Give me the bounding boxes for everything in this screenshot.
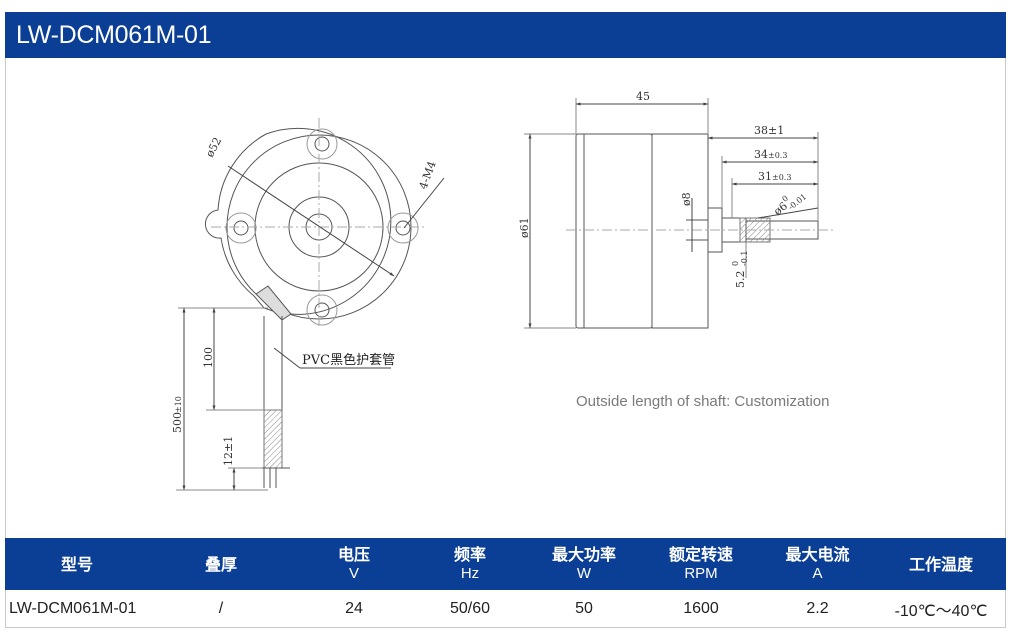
header-temperature: 工作温度 <box>908 554 973 574</box>
page-title: LW-DCM061M-01 <box>5 12 1006 58</box>
dim-phi52: ø52 <box>203 135 224 159</box>
dim-500-group: 500 ±10 <box>171 396 184 433</box>
dim-12: 12±1 <box>222 436 235 466</box>
table-row: LW-DCM061M-01 / 24 50/60 50 1600 2.2 -10… <box>5 590 1006 627</box>
dim-500-tol: ±10 <box>174 396 183 413</box>
pvc-label: PVC黑色护套管 <box>302 352 395 368</box>
dim-45: 45 <box>636 90 650 103</box>
dim-phi6-tol-down: -0.01 <box>787 192 809 212</box>
cell-voltage: 24 <box>345 599 363 617</box>
dim-phi8: ø8 <box>680 192 693 206</box>
dim-31: 31 <box>758 170 772 183</box>
cell-frequency: 50/60 <box>449 599 491 617</box>
dim-4m4: 4-M4 <box>417 159 439 191</box>
technical-drawing: ø52 4-M4 100 500 ±10 12±1 PVC黑色护套管 <box>6 58 1005 538</box>
dim-34-tol: ±0.3 <box>768 151 787 160</box>
drawing-canvas: ø52 4-M4 100 500 ±10 12±1 PVC黑色护套管 <box>171 90 836 491</box>
dim-500: 500 <box>171 412 184 433</box>
dim-phi61: ø61 <box>518 217 531 238</box>
header-model: 型号 <box>60 554 93 574</box>
dim-31-group: 31 ±0.3 <box>758 170 791 183</box>
dim-34-group: 34 ±0.3 <box>754 148 787 161</box>
cell-rated-speed: 1600 <box>683 599 719 617</box>
dim-52-tol-down: -0.1 <box>740 251 749 266</box>
cell-temperature: -10℃～40℃ <box>894 602 988 620</box>
dim-52-group: 5.2 0 -0.1 <box>731 251 749 288</box>
flange-outline <box>204 127 392 315</box>
dim-31-tol: ±0.3 <box>772 173 791 182</box>
dim-100: 100 <box>202 347 215 368</box>
front-view <box>176 118 445 491</box>
header-stack: 叠厚 <box>204 554 237 574</box>
dim-phi6-tol-up: 0 <box>780 194 790 204</box>
cell-stack: / <box>218 599 224 617</box>
dim-34: 34 <box>754 148 768 161</box>
side-view <box>524 98 836 329</box>
dim-52-tol-up: 0 <box>731 261 740 266</box>
dim-52: 5.2 <box>734 271 747 289</box>
cell-model: LW-DCM061M-01 <box>9 599 137 617</box>
shaft-caption: Outside length of shaft: Customization <box>576 393 830 410</box>
cell-max-power: 50 <box>575 599 593 617</box>
dim-38: 38±1 <box>754 124 784 137</box>
cell-max-current: 2.2 <box>806 599 829 617</box>
